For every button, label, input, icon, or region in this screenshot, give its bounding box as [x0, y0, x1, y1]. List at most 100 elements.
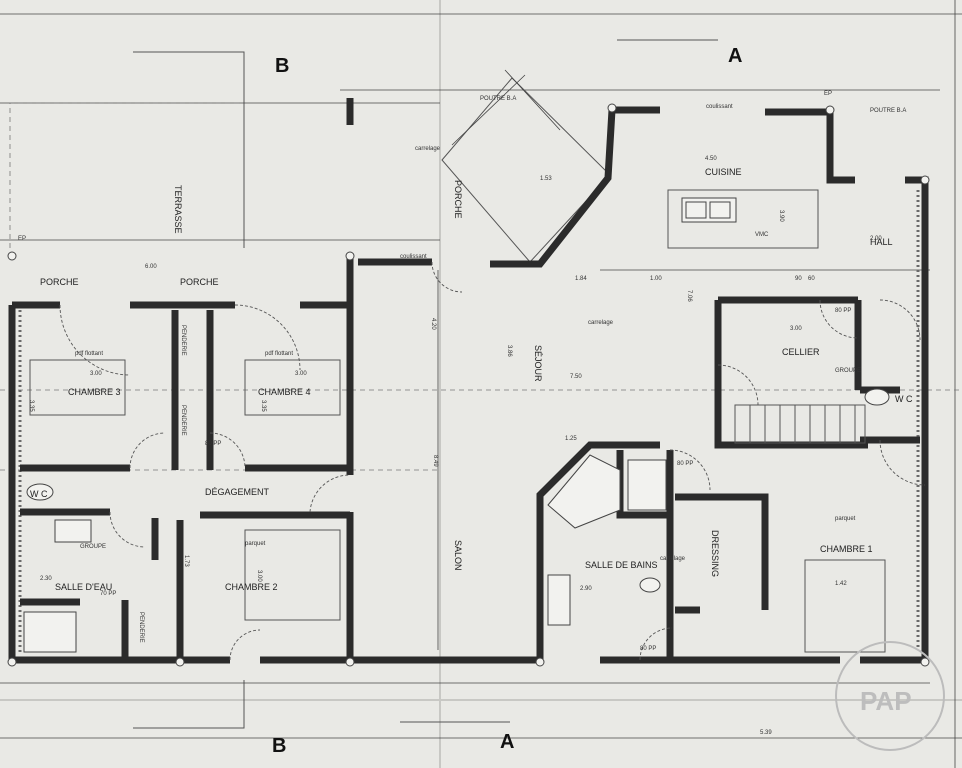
room-label-wc-left: W C [30, 489, 48, 499]
door-arc [819, 299, 859, 339]
note-poutre-ba: POUTRE B.A [480, 96, 516, 102]
dimension-label: 7.50 [570, 374, 582, 380]
room-label-chambre3: CHAMBRE 3 [68, 387, 121, 397]
posts [7, 103, 930, 667]
note-carrelage: carrelage [415, 146, 441, 152]
room-label-terrasse: TERRASSE [173, 185, 183, 234]
dimension-label: 1.53 [540, 176, 552, 182]
room-label-penderie3: PENDERIE [138, 612, 144, 643]
door-arc [234, 304, 301, 371]
dimension-label: 3.00 [790, 326, 802, 332]
dimension-label: 6.00 [145, 264, 157, 270]
note-carrelage: carrelage [588, 320, 614, 326]
wc-left-toilet [26, 483, 54, 501]
dimension-label: 3.00 [256, 570, 262, 582]
door-arc [109, 511, 146, 548]
dimension-label: 4.50 [705, 156, 717, 162]
door-arc [59, 304, 131, 376]
room-label-degagement: DÉGAGEMENT [205, 487, 270, 497]
dimension-label: 4.20 [430, 318, 436, 330]
dimension-label: 3.00 [90, 371, 102, 377]
door-arc [229, 629, 261, 661]
salle-eau-shower [23, 611, 77, 653]
note-pp80: 80 PP [640, 646, 656, 652]
dimension-label: 3.35 [260, 400, 266, 412]
wall-kitchen-diagonal [490, 106, 660, 268]
logo-ring [835, 641, 945, 751]
wc-right-toilet [864, 388, 890, 406]
dimension-label: 1.42 [835, 581, 847, 587]
note-poutre-ba: POUTRE B.A [870, 108, 906, 114]
dimension-line [504, 69, 561, 131]
wall-bath-outer [536, 441, 660, 660]
section-b-bottom-line [133, 680, 245, 729]
dimension-label: 2.30 [40, 576, 52, 582]
room-label-hall: HALL [870, 237, 893, 247]
bed-chambre1 [804, 559, 886, 653]
note-ep: EP [18, 236, 26, 242]
dimension-label: 1.84 [575, 276, 587, 282]
section-marker-a-bottom: A [500, 731, 514, 753]
dimension-label: 5.39 [760, 730, 772, 736]
note-groupe: GROUPE [80, 544, 106, 550]
dimension-label: 1.25 [565, 436, 577, 442]
room-label-penderie2: PENDERIE [180, 405, 186, 436]
door-arc [879, 439, 926, 486]
bed-chambre3 [29, 359, 126, 416]
note-coulissant: coulissant [706, 104, 733, 110]
door-arc [879, 299, 921, 341]
wall-right-outer [860, 176, 929, 664]
note-parquet: parquet [835, 516, 856, 522]
wall-dressing [675, 493, 769, 610]
room-label-porche-right: PORCHE [180, 277, 219, 287]
shower-tray [627, 459, 667, 511]
kitchen-sink-bowl [709, 201, 731, 219]
room-label-cellier: CELLIER [782, 347, 820, 357]
room-label-salon: SALON [453, 540, 463, 571]
wall-cellier-left-bottom [714, 300, 868, 449]
door-arc [309, 474, 351, 513]
dimension-label: 3.86 [506, 345, 512, 357]
bidet [639, 577, 661, 593]
bed-chambre2 [244, 529, 341, 621]
room-label-porche-left: PORCHE [40, 277, 79, 287]
room-label-penderie1: PENDERIE [180, 325, 186, 356]
kitchen-island [667, 189, 819, 249]
wall-kitchen-top-right [765, 108, 855, 184]
bathtub [547, 454, 621, 529]
note-pdf: pdf flottant [265, 351, 293, 357]
dimension-label: 1.73 [183, 555, 189, 567]
room-label-salle-bains: SALLE DE BAINS [585, 560, 658, 570]
dimension-label: 2.90 [580, 586, 592, 592]
note-pp80: 80 PP [835, 308, 851, 314]
room-label-wc-right: W C [895, 394, 913, 404]
door-arc [639, 627, 673, 661]
double-vanity [547, 574, 571, 626]
dimension-line [451, 74, 526, 146]
staircase [734, 404, 866, 444]
note-groupe: GROUPE [835, 368, 861, 374]
dimension-label: 90 [795, 276, 802, 282]
room-label-chambre4: CHAMBRE 4 [258, 387, 311, 397]
section-marker-b-top: B [275, 55, 289, 77]
note-ep: EP [824, 91, 832, 97]
dimension-label: 8.49 [432, 455, 438, 467]
salle-eau-basin [54, 519, 92, 543]
room-label-chambre1: CHAMBRE 1 [820, 544, 873, 554]
bed-chambre4 [244, 359, 341, 416]
dimension-label: 1.00 [650, 276, 662, 282]
terrasse-outline [9, 102, 240, 248]
door-arc [669, 449, 711, 491]
note-pp80: 80 PP [677, 461, 693, 467]
room-label-sejour: SÉJOUR [533, 345, 543, 382]
note-parquet: parquet [245, 541, 266, 547]
room-label-cuisine: CUISINE [705, 167, 742, 177]
door-arc [431, 261, 463, 293]
dimension-label: 3.35 [28, 400, 34, 412]
room-label-chambre2: CHAMBRE 2 [225, 582, 278, 592]
note-pp70: 70 PP [100, 591, 116, 597]
note-carrelage: carrelage [660, 556, 686, 562]
note-vmc: VMC [755, 232, 769, 238]
note-coulissant: coulissant [400, 254, 427, 260]
